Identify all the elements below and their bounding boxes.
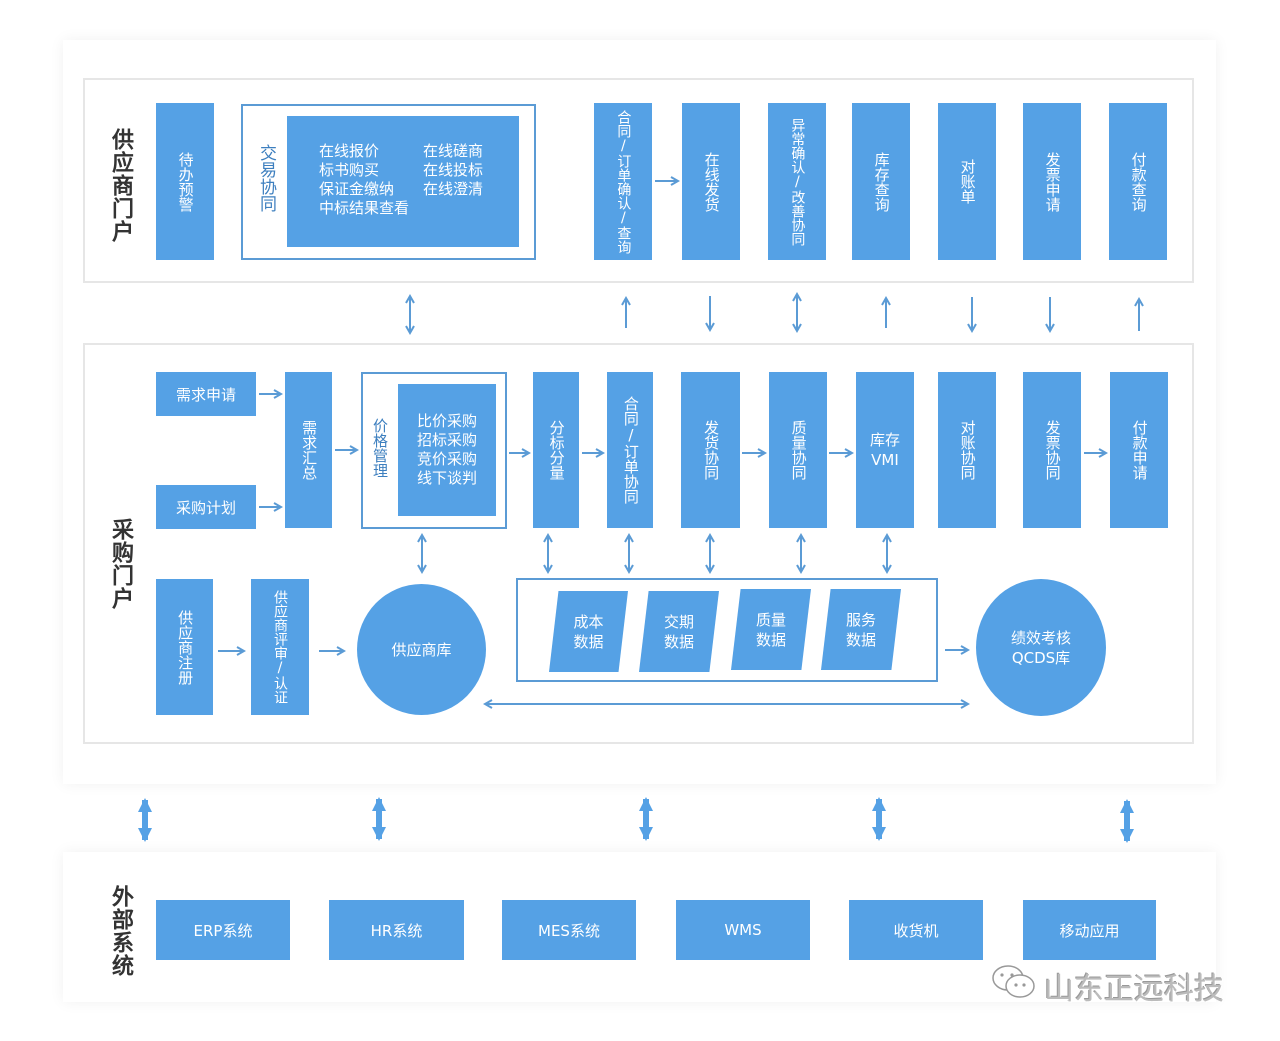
- external-hr[interactable]: HR系统: [329, 900, 464, 960]
- data-box-line: 数据: [755, 630, 786, 649]
- flow-box-vmi[interactable]: 库存VMI: [856, 372, 914, 528]
- data-box-line: 交期: [663, 612, 694, 631]
- supplier-box-exception[interactable]: 异常确认/改善协同: [768, 103, 826, 260]
- todo-alert-label: 待办预警: [176, 151, 195, 212]
- trade-item[interactable]: 在线澄清: [423, 180, 484, 198]
- price-item[interactable]: 线下谈判: [416, 469, 477, 487]
- trade-item[interactable]: 标书购买: [319, 161, 380, 179]
- external-mes[interactable]: MES系统: [502, 900, 636, 960]
- trade-collab-box[interactable]: 在线报价 标书购买 保证金缴纳 中标结果查看 在线磋商 在线投标 在线澄清: [287, 116, 519, 247]
- supplier-db-circle[interactable]: 供应商库: [357, 584, 486, 715]
- supplier-review-label: 供应商评审/认证: [272, 590, 288, 704]
- data-box-delivery[interactable]: 交期数据: [639, 591, 719, 672]
- supplier-db-label: 供应商库: [391, 640, 452, 659]
- supplier-box-statement[interactable]: 对账单: [938, 103, 996, 260]
- purchase-plan-box[interactable]: 采购计划: [156, 485, 256, 529]
- external-label: 收货机: [893, 921, 939, 940]
- external-label: WMS: [724, 921, 762, 939]
- supplier-box-label: 合同/订单确认/查询: [615, 109, 632, 254]
- supplier-box-contract-order[interactable]: 合同/订单确认/查询: [594, 103, 652, 260]
- data-box-cost[interactable]: 成本数据: [549, 591, 628, 672]
- price-item[interactable]: 招标采购: [416, 431, 477, 449]
- flow-box-invoice[interactable]: 发票协同: [1023, 372, 1081, 528]
- flow-box-label: 发货协同: [702, 420, 721, 480]
- supplier-box-label: 付款查询: [1129, 151, 1148, 212]
- qcds-line: QCDS库: [1011, 648, 1071, 667]
- trade-item[interactable]: 在线磋商: [423, 142, 484, 160]
- data-box-service[interactable]: 服务数据: [821, 589, 901, 670]
- price-item[interactable]: 比价采购: [416, 412, 477, 430]
- supplier-box-online-shipping[interactable]: 在线发货: [682, 103, 740, 260]
- external-label: 移动应用: [1059, 921, 1120, 940]
- supplier-box-label: 库存查询: [872, 151, 891, 212]
- todo-alert-box[interactable]: 待办预警: [156, 103, 214, 260]
- data-box-line: 数据: [663, 632, 694, 651]
- external-label: ERP系统: [193, 921, 253, 940]
- flow-box-label: 质量协同: [789, 420, 808, 480]
- data-box-line: 数据: [845, 630, 876, 649]
- flow-box-label: 库存VMI: [870, 431, 901, 469]
- trade-item[interactable]: 保证金缴纳: [319, 180, 395, 198]
- external-wms[interactable]: WMS: [676, 900, 810, 960]
- data-box-line: 成本: [573, 612, 604, 631]
- demand-summary-label: 需求汇总: [300, 420, 319, 480]
- supplier-box-inventory[interactable]: 库存查询: [852, 103, 910, 260]
- data-box-quality[interactable]: 质量数据: [731, 589, 811, 670]
- procurement-portal-label: 采购门户: [108, 518, 133, 610]
- flow-box-split[interactable]: 分标分量: [533, 372, 579, 528]
- supplier-box-label: 异常确认/改善协同: [789, 117, 806, 246]
- flow-box-label: 对账协同: [958, 420, 977, 480]
- purchase-plan-label: 采购计划: [175, 498, 236, 517]
- supplier-box-label: 对账单: [958, 159, 977, 204]
- flow-box-payment-request[interactable]: 付款申请: [1110, 372, 1168, 528]
- flow-box-quality[interactable]: 质量协同: [769, 372, 827, 528]
- flow-box-label: 分标分量: [547, 420, 566, 480]
- external-mobile[interactable]: 移动应用: [1023, 900, 1156, 960]
- flow-box-reconcile[interactable]: 对账协同: [938, 372, 996, 528]
- trade-item[interactable]: 中标结果查看: [319, 199, 410, 217]
- price-mgmt-list: 比价采购 招标采购 竞价采购 线下谈判: [417, 412, 477, 488]
- flow-box-label: 发票协同: [1043, 420, 1062, 480]
- external-systems-label: 外部系统: [108, 885, 133, 977]
- supplier-register-box[interactable]: 供应商注册: [156, 579, 213, 715]
- price-mgmt-box[interactable]: 比价采购 招标采购 竞价采购 线下谈判: [398, 384, 496, 516]
- data-box-line: 质量: [755, 610, 786, 629]
- data-box-line: 数据: [573, 632, 604, 651]
- supplier-register-label: 供应商注册: [176, 609, 195, 685]
- flow-box-label: 付款申请: [1130, 420, 1149, 480]
- flow-box-shipping[interactable]: 发货协同: [681, 372, 740, 528]
- supplier-portal-label: 供应商门户: [108, 128, 133, 243]
- watermark-text: 山东正远科技: [1044, 972, 1224, 1007]
- data-box-line: 服务: [845, 610, 876, 629]
- demand-request-box[interactable]: 需求申请: [156, 372, 256, 416]
- price-mgmt-label: 价格管理: [371, 418, 389, 478]
- watermark: 山东正远科技: [990, 962, 1224, 1010]
- supplier-review-box[interactable]: 供应商评审/认证: [251, 579, 309, 715]
- trade-collab-label: 交易协同: [256, 144, 276, 212]
- demand-request-label: 需求申请: [175, 385, 236, 404]
- demand-summary-box[interactable]: 需求汇总: [285, 372, 332, 528]
- flow-box-contract-order[interactable]: 合同/订单协同: [607, 372, 653, 528]
- supplier-box-invoice[interactable]: 发票申请: [1023, 103, 1081, 260]
- trade-item[interactable]: 在线投标: [423, 161, 484, 179]
- trade-collab-right-list: 在线磋商 在线投标 在线澄清: [423, 142, 483, 218]
- qcds-line: 绩效考核: [1010, 628, 1071, 647]
- supplier-box-label: 发票申请: [1043, 151, 1062, 212]
- trade-item[interactable]: 在线报价: [319, 142, 380, 160]
- external-erp[interactable]: ERP系统: [156, 900, 290, 960]
- flow-box-label: 合同/订单协同: [621, 396, 640, 504]
- wechat-icon: [990, 962, 1038, 1010]
- price-item[interactable]: 竞价采购: [416, 450, 477, 468]
- external-receiver[interactable]: 收货机: [849, 900, 983, 960]
- external-label: HR系统: [370, 921, 423, 940]
- trade-collab-left-list: 在线报价 标书购买 保证金缴纳 中标结果查看: [319, 142, 409, 218]
- supplier-box-label: 在线发货: [702, 151, 721, 212]
- supplier-box-payment-query[interactable]: 付款查询: [1109, 103, 1167, 260]
- external-label: MES系统: [538, 921, 600, 940]
